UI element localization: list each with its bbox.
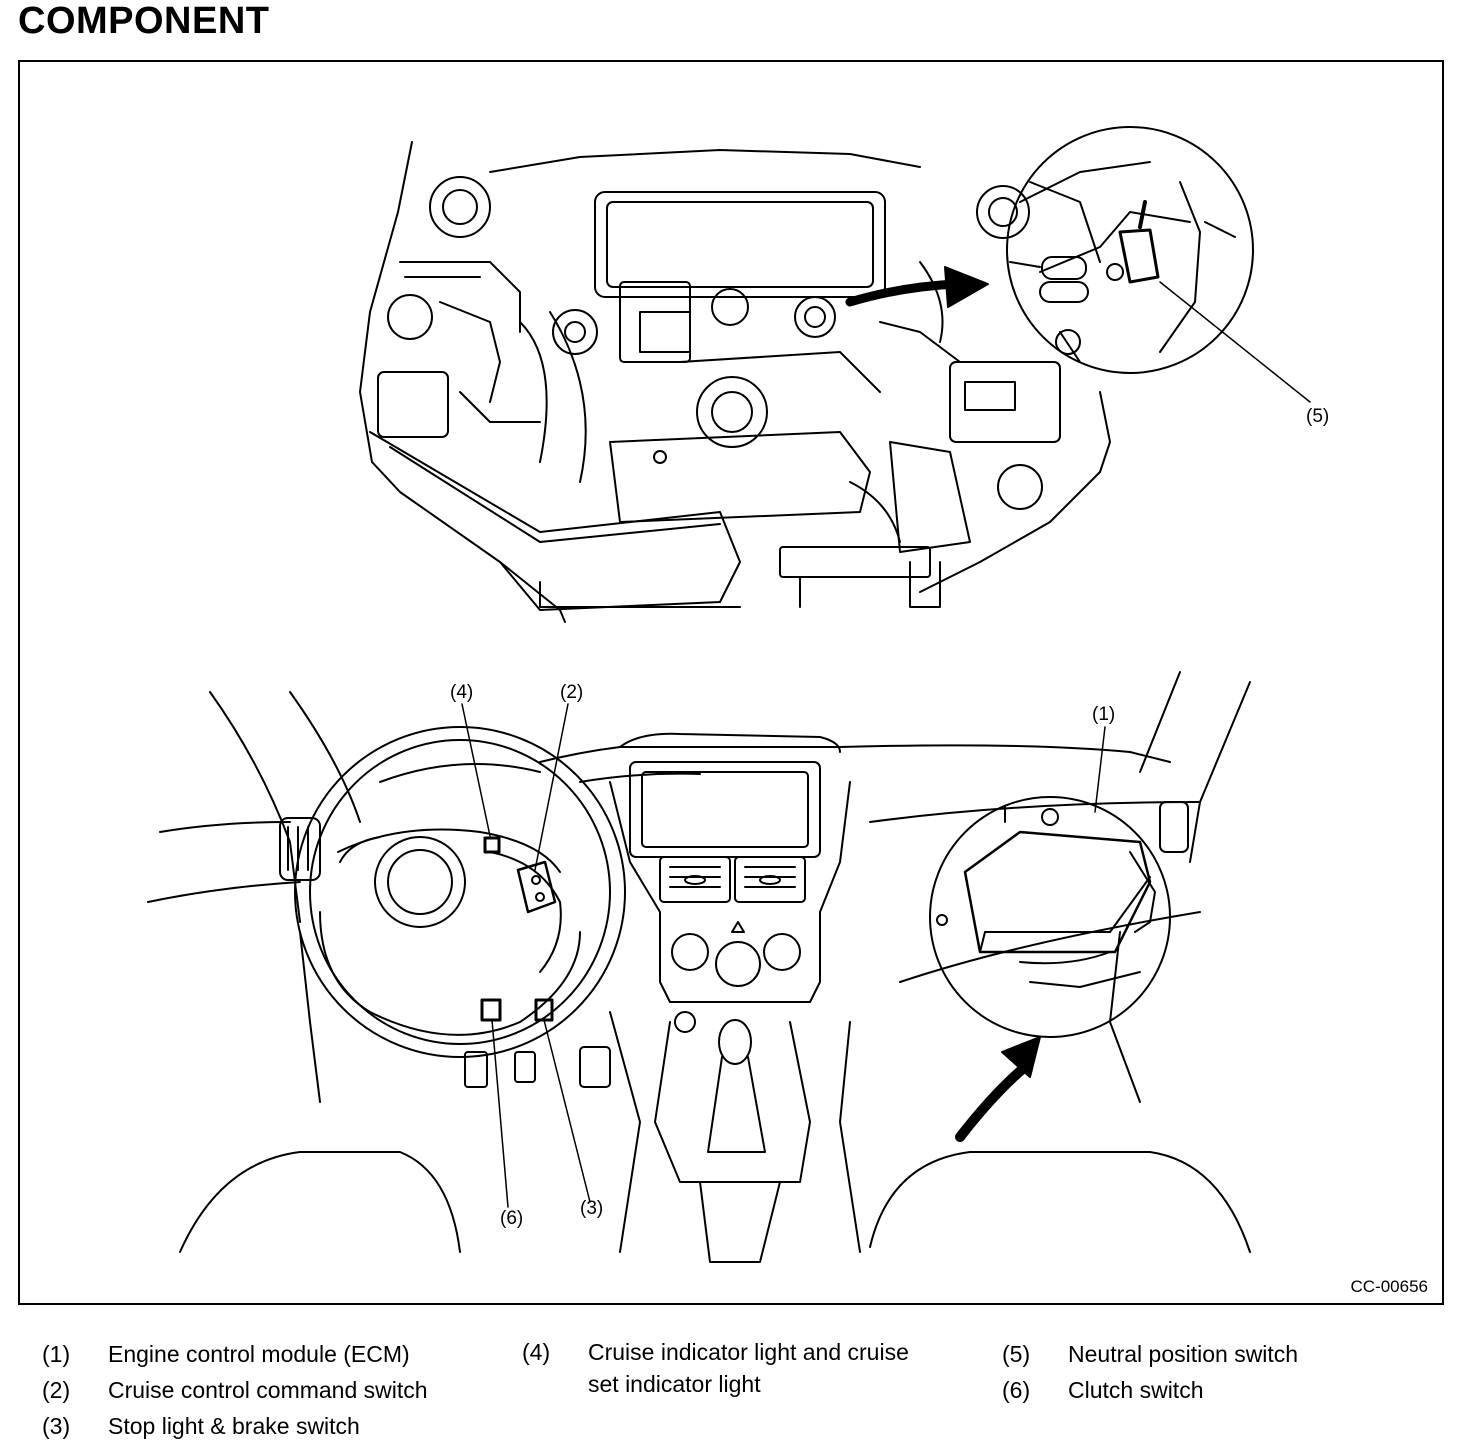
- callout-5: (5): [1306, 406, 1330, 427]
- legend-item: (5)Neutral position switch: [1002, 1341, 1299, 1367]
- page-title: COMPONENT: [18, 0, 270, 42]
- callout-2: (2): [560, 682, 584, 703]
- arrow-to-neutral-switch: [845, 279, 960, 307]
- neutral-switch-magnifier: [1006, 126, 1254, 374]
- callout-3: (3): [580, 1198, 604, 1219]
- interior-drawing: [147, 671, 1251, 1263]
- callout-1: (1): [1092, 704, 1116, 725]
- callout-4: (4): [450, 682, 474, 703]
- legend-item: (6)Clutch switch: [1002, 1377, 1204, 1403]
- legend-item: (1)Engine control module (ECM): [42, 1341, 410, 1367]
- ecm-magnifier: [929, 796, 1171, 1038]
- arrow-to-ecm: [955, 1062, 1030, 1142]
- engine-bay-drawing: [359, 141, 1111, 623]
- legend-column-2: (4)Cruise indicator light and cruise set…: [522, 1336, 909, 1400]
- legend-column-3: (5)Neutral position switch (6)Clutch swi…: [1002, 1336, 1298, 1408]
- figure-code: CC-00656: [1350, 1277, 1429, 1296]
- legend-item: (4)Cruise indicator light and cruise: [522, 1339, 909, 1365]
- component-illustration: [147, 126, 1311, 1263]
- legend-item: (2)Cruise control command switch: [42, 1377, 428, 1403]
- figure-frame: (5) (4) (2) (1) (6) (3) CC-00656: [18, 60, 1444, 1305]
- legend-item: (3)Stop light & brake switch: [42, 1413, 360, 1439]
- legend-item-continued: set indicator light: [588, 1371, 761, 1397]
- legend-column-1: (1)Engine control module (ECM) (2)Cruise…: [42, 1336, 428, 1444]
- callout-6: (6): [500, 1208, 524, 1229]
